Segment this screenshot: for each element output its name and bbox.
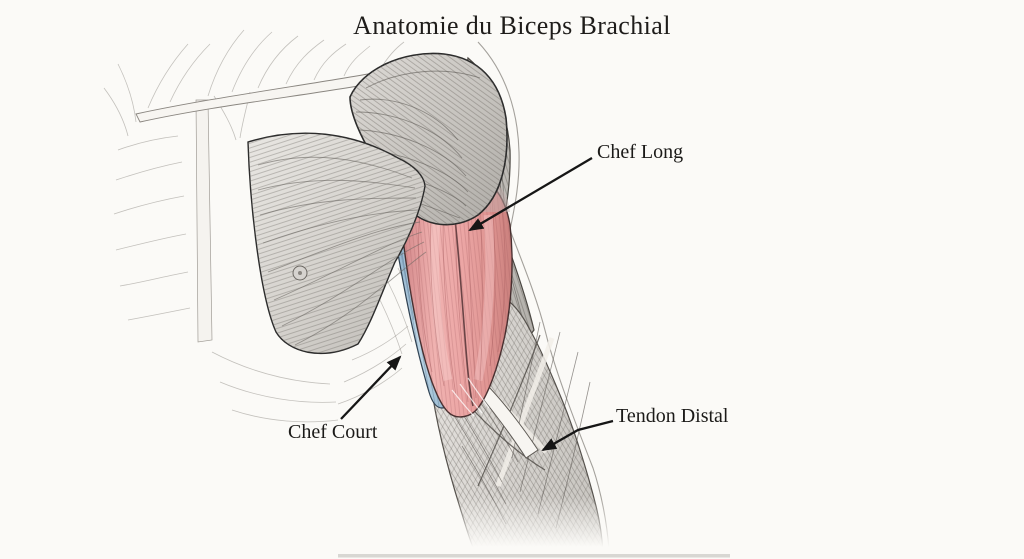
arrow-chef-court [340, 355, 402, 420]
sketch-fade [405, 496, 635, 556]
arrow-chef-long [468, 157, 593, 232]
long-head-shape [399, 172, 513, 418]
arm-contour [471, 41, 610, 551]
pectoralis-sketch [247, 132, 427, 355]
page-title: Anatomie du Biceps Brachial [353, 11, 671, 40]
distal-tendon-shape [475, 383, 539, 459]
scan-edge [338, 554, 730, 558]
label-chef-long: Chef Long [597, 141, 684, 163]
annotation-arrows [340, 157, 614, 451]
label-chef-court: Chef Court [288, 421, 378, 443]
label-tendon-distal: Tendon Distal [616, 405, 729, 427]
arrow-tendon-distal [541, 419, 614, 451]
